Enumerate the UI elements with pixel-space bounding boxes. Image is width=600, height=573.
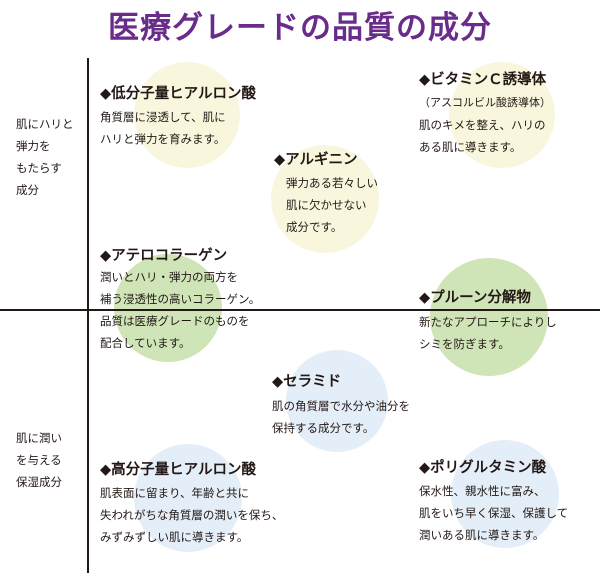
vertical-axis <box>87 58 89 573</box>
vitc-circle <box>449 62 555 168</box>
description-line: ハリと弾力を育みます。 <box>100 132 226 146</box>
ingredient-description: 弾力ある若々しい 肌に欠かせない 成分です。 <box>274 172 378 238</box>
description-line: 肌をいち早く保湿、保護して <box>419 506 569 520</box>
ingredient-name: ◆高分子量ヒアルロン酸 <box>100 462 257 478</box>
ingredient-description: 保水性、親水性に富み、 肌をいち早く保湿、保護して 潤いある肌に導きます。 <box>419 480 568 546</box>
description-line: 肌表面に留まり、年齢と共に <box>100 486 250 500</box>
description-line: 成分です。 <box>286 220 343 234</box>
polyglutamic-circle <box>451 440 559 548</box>
ingredient-description: 角質層に浸透して、肌に ハリと弾力を育みます。 <box>100 106 256 150</box>
ingredient-low-ha: ◆低分子量ヒアルロン酸 角質層に浸透して、肌に ハリと弾力を育みます。 <box>100 84 256 150</box>
high-ha-circle <box>134 444 242 552</box>
description-line: 配合しています。 <box>100 336 191 350</box>
ingredient-name: ◆アルギニン <box>274 152 358 168</box>
description-line: 品質は医療グレードのものを <box>100 314 250 328</box>
ingredient-subname: （アスコルビル酸誘導体） <box>419 96 551 109</box>
ingredient-atelocollagen: ◆アテロコラーゲン 潤いとハリ・弾力の両方を 補う浸透性の高いコラーゲン。 品質… <box>100 246 260 354</box>
axis-label-line: 保湿成分 <box>16 475 62 489</box>
ingredient-description: 肌のキメを整え、ハリの ある肌に導きます。 <box>419 114 551 158</box>
ingredient-high-ha: ◆高分子量ヒアルロン酸 肌表面に留まり、年齢と共に 失われがちな角質層の潤いを保… <box>100 460 283 548</box>
ingredient-name: ◆ビタミンＣ誘導体 <box>419 72 547 88</box>
ingredient-description: 潤いとハリ・弾力の両方を 補う浸透性の高いコラーゲン。 品質は医療グレードのもの… <box>100 266 260 354</box>
atelocollagen-circle <box>114 254 222 362</box>
axis-label-line: を与える <box>16 453 62 467</box>
axis-label-moisture: 肌に潤い を与える 保湿成分 <box>16 427 62 493</box>
axis-label-line: もたらす <box>16 161 62 175</box>
ingredient-prune: ◆プルーン分解物 新たなアプローチによりし シミを防ぎます。 <box>419 288 557 355</box>
description-line: 肌のキメを整え、ハリの <box>419 118 546 132</box>
ingredient-polyglutamic: ◆ポリグルタミン酸 保水性、親水性に富み、 肌をいち早く保湿、保護して 潤いある… <box>419 458 568 546</box>
description-line: 潤いある肌に導きます。 <box>419 528 545 542</box>
axis-label-line: 肌にハリと <box>16 117 74 131</box>
ingredient-description: 肌表面に留まり、年齢と共に 失われがちな角質層の潤いを保ち、 みずみずしい肌に導… <box>100 482 283 548</box>
prune-circle <box>430 258 548 376</box>
axis-label-line: 肌に潤い <box>16 431 62 445</box>
page-title: 医療グレードの品質の成分 <box>108 10 492 46</box>
low-ha-circle <box>134 62 240 168</box>
ingredient-name: ◆プルーン分解物 <box>419 290 531 306</box>
description-line: みずみずしい肌に導きます。 <box>100 530 249 544</box>
description-line: 潤いとハリ・弾力の両方を <box>100 270 238 284</box>
ingredient-description: 新たなアプローチによりし シミを防ぎます。 <box>419 311 557 355</box>
description-line: 失われがちな角質層の潤いを保ち、 <box>100 508 284 522</box>
ingredient-vitc: ◆ビタミンＣ誘導体 （アスコルビル酸誘導体） 肌のキメを整え、ハリの ある肌に導… <box>419 70 551 158</box>
description-line: 肌の角質層で水分や油分を <box>272 399 410 413</box>
description-line: 保水性、親水性に富み、 <box>419 484 546 498</box>
ingredient-name: ◆セラミド <box>272 374 342 390</box>
description-line: 弾力ある若々しい <box>286 176 378 190</box>
description-line: 保持する成分です。 <box>272 421 375 435</box>
description-line: 新たなアプローチによりし <box>419 315 557 329</box>
axis-label-line: 弾力を <box>16 139 51 153</box>
description-line: シミを防ぎます。 <box>419 337 510 351</box>
arginine-circle <box>271 145 379 253</box>
description-line: 角質層に浸透して、肌に <box>100 110 226 124</box>
ceramide-circle <box>286 350 388 452</box>
ingredient-name: ◆アテロコラーゲン <box>100 248 228 264</box>
description-line: 肌に欠かせない <box>286 198 367 212</box>
description-line: ある肌に導きます。 <box>419 140 522 154</box>
ingredient-arginine: ◆アルギニン 弾力ある若々しい 肌に欠かせない 成分です。 <box>274 150 378 238</box>
ingredient-name: ◆低分子量ヒアルロン酸 <box>100 86 257 102</box>
ingredient-ceramide: ◆セラミド 肌の角質層で水分や油分を 保持する成分です。 <box>272 372 410 439</box>
ingredient-description: 肌の角質層で水分や油分を 保持する成分です。 <box>272 395 410 439</box>
axis-label-line: 成分 <box>16 183 39 197</box>
horizontal-axis <box>0 309 600 311</box>
description-line: 補う浸透性の高いコラーゲン。 <box>100 292 261 306</box>
ingredient-name: ◆ポリグルタミン酸 <box>419 460 547 476</box>
axis-label-firmness: 肌にハリと 弾力を もたらす 成分 <box>16 113 74 201</box>
